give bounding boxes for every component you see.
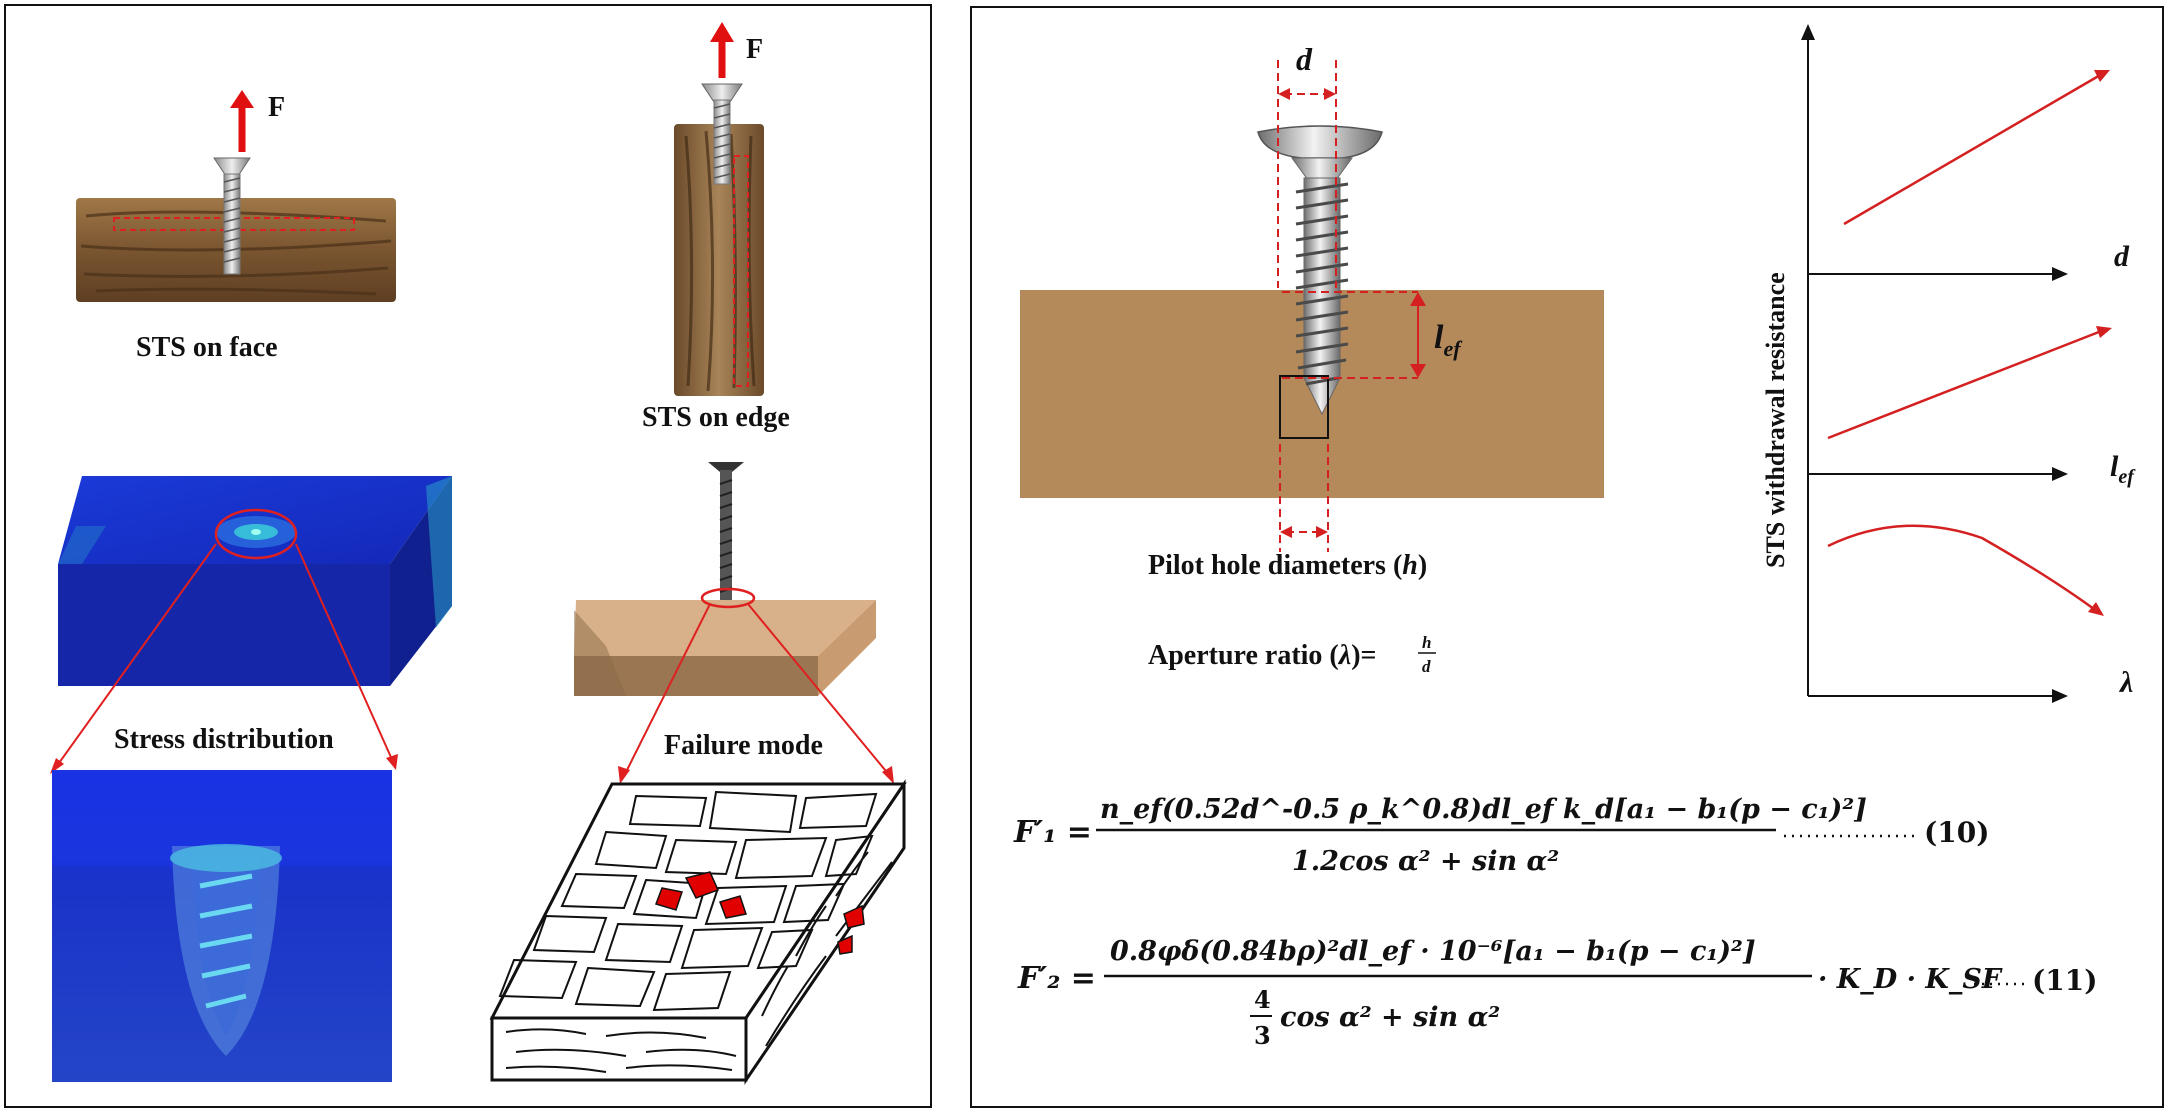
eq11-factors: · K_D · K_SF <box>1818 964 2003 995</box>
caption-sts-on-edge: STS on edge <box>642 402 790 433</box>
eq10-numerator: n_ef(0.52d^-0.5 ρ_k^0.8)dl_ef k_d[a₁ − b… <box>1100 794 1867 825</box>
fem-zoom-view <box>52 770 392 1082</box>
sts-edge-specimen: F STS on edge <box>642 22 790 433</box>
effective-length-label: lef <box>1434 319 1463 361</box>
wood-board-edge <box>674 124 764 396</box>
trend-line-lambda <box>1827 524 2099 614</box>
failure-focus-circle <box>700 587 756 609</box>
screw-illustration <box>1257 125 1383 416</box>
axis-lef-label: lef <box>2110 450 2136 488</box>
screw-shank-failure <box>720 470 732 600</box>
failure-crack-zones <box>655 871 747 919</box>
trend-graph: STS withdrawal resistance d lef λ <box>1761 24 2136 703</box>
equation-10: F′₁ = n_ef(0.52d^-0.5 ρ_k^0.8)dl_ef k_d[… <box>1013 794 1989 877</box>
equation-11: F′₂ = 0.8φδ(0.84bρ)²dl_ef · 10⁻⁶[a₁ − b₁… <box>1017 936 2097 1050</box>
eq10-lhs: F′₁ = <box>1013 815 1092 850</box>
sts-face-specimen: F STS on face <box>76 90 396 363</box>
force-label-edge: F <box>746 34 763 65</box>
screw-head-face <box>213 157 251 177</box>
fem-focus-circle <box>214 508 298 560</box>
caption-stress-distribution: Stress distribution <box>114 724 334 755</box>
y-axis-label: STS withdrawal resistance <box>1761 272 1790 568</box>
failure-block: Failure mode <box>574 462 894 784</box>
eq11-denominator-rest: cos α² + sin α² <box>1280 1002 1500 1033</box>
eq11-denom-frac-num: 4 <box>1254 985 1271 1014</box>
screw-shank-edge <box>713 99 731 185</box>
thread-stress-bands <box>199 873 253 1009</box>
screw-head-failure <box>708 462 744 472</box>
diameter-guides <box>1277 60 1418 552</box>
failure-block-front <box>574 656 818 696</box>
fem-block: Stress distribution <box>50 476 452 774</box>
force-label-face: F <box>268 92 285 123</box>
screw-head <box>1257 125 1383 159</box>
right-illustrations: d lef Pilot hole diameters (h) Aperture … <box>1013 24 2136 1050</box>
eq11-lhs: F′₂ = <box>1017 961 1096 996</box>
eq10-denominator: 1.2cos α² + sin α² <box>1292 846 1559 877</box>
failure-block-side <box>818 600 876 696</box>
eq11-numerator: 0.8φδ(0.84bρ)²dl_ef · 10⁻⁶[a₁ − b₁(p − c… <box>1110 936 1756 967</box>
left-panel: F STS on face F STS on edge Stress distr… <box>4 4 932 1108</box>
axis-d-label: d <box>2114 240 2130 273</box>
fem-block-front <box>58 564 390 686</box>
eq11-number: (11) <box>2032 964 2097 997</box>
trend-line-lef <box>1827 328 2105 440</box>
left-illustrations: F STS on face F STS on edge Stress distr… <box>50 22 907 1085</box>
caption-failure-mode: Failure mode <box>664 730 823 761</box>
aperture-fraction-numerator: h <box>1422 633 1431 652</box>
failure-block-top <box>574 600 876 656</box>
pilot-hole-box <box>1279 375 1329 439</box>
diameter-label: d <box>1296 41 1313 77</box>
aperture-fraction-denominator: d <box>1422 657 1431 676</box>
axis-lambda-label: λ <box>2118 666 2133 699</box>
eq11-denom-frac-den: 3 <box>1254 1021 1271 1050</box>
trend-line-d <box>1843 72 2103 226</box>
edge-embed-guide <box>733 155 749 387</box>
eq10-number: (10) <box>1924 816 1989 849</box>
caption-sts-on-face: STS on face <box>136 332 278 363</box>
screw-head-edge <box>701 83 743 103</box>
aperture-ratio-caption: Aperture ratio (λ)= <box>1148 640 1376 671</box>
pilot-hole-caption: Pilot hole diameters (h) <box>1148 550 1427 581</box>
right-panel: d lef Pilot hole diameters (h) Aperture … <box>970 6 2164 1108</box>
failure-sketch <box>489 779 907 1085</box>
screw-threads <box>1295 182 1349 386</box>
